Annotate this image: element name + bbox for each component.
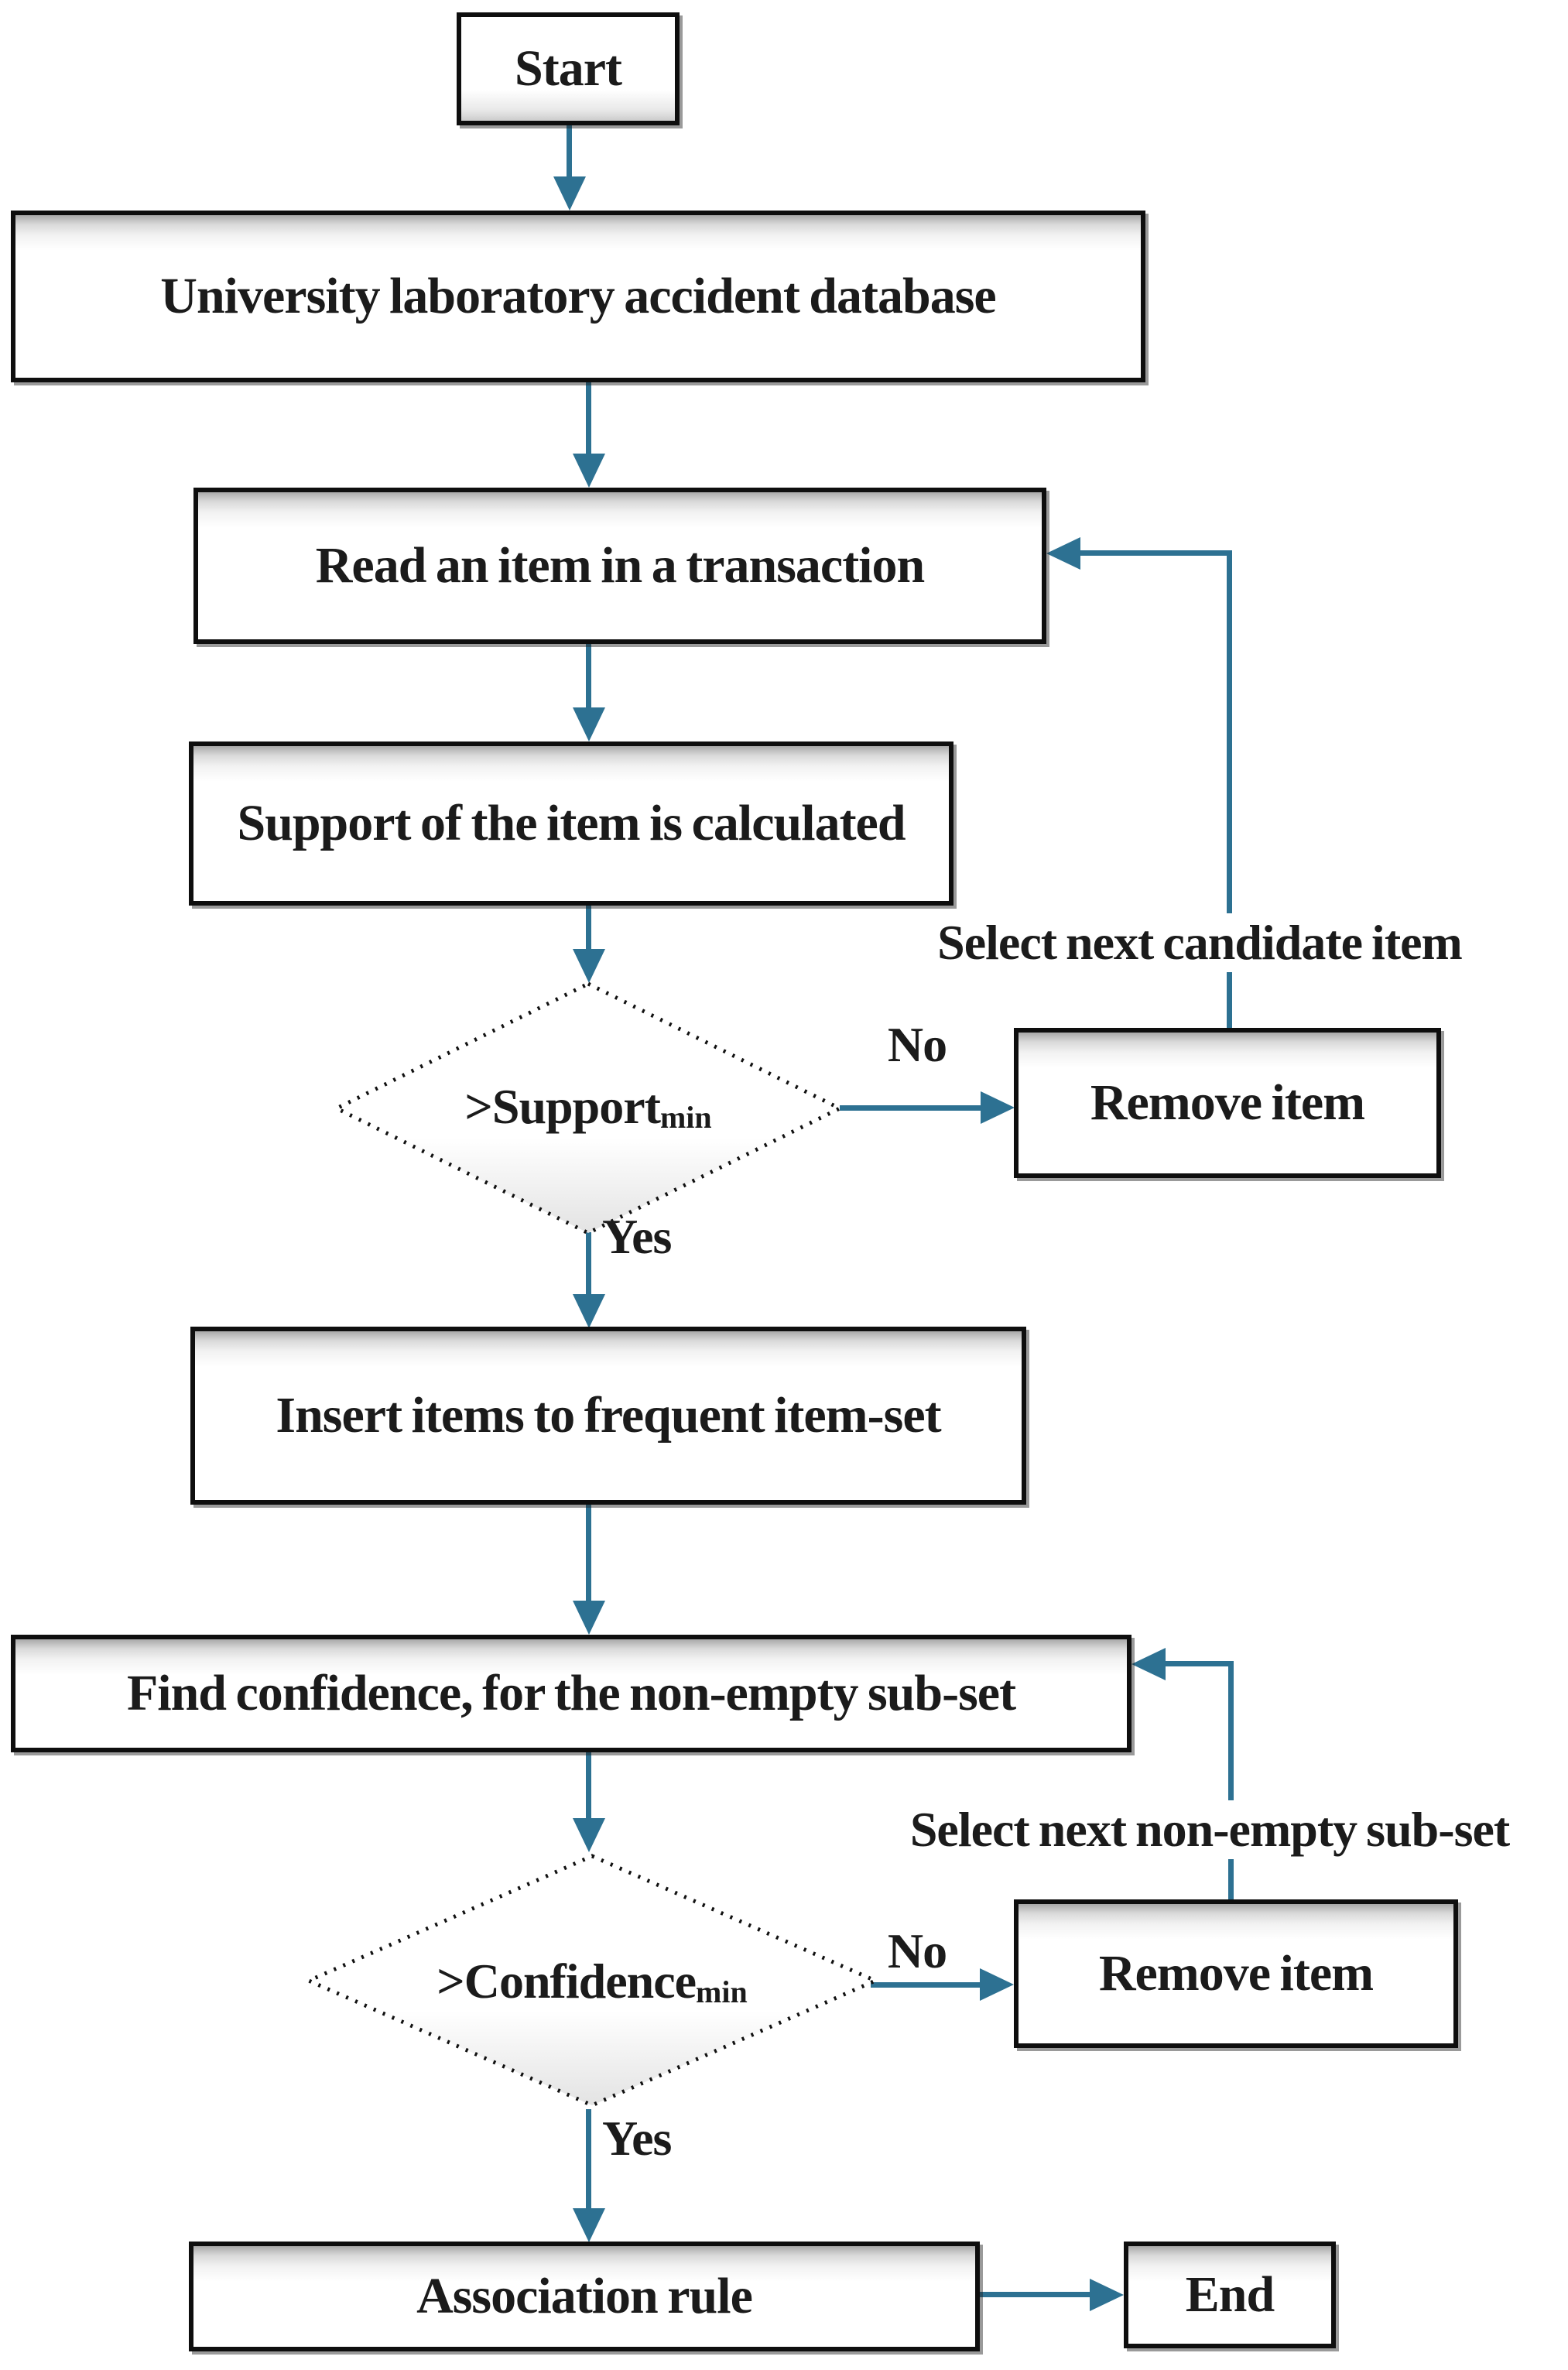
edge-feedback2-vline <box>1228 1661 1234 1902</box>
edge-read-support-line <box>586 641 591 712</box>
edge-feedback2-hline <box>1162 1661 1234 1666</box>
edge-insert-confidence-line <box>586 1503 591 1604</box>
label-no-support: No <box>887 1017 947 1072</box>
node-find-confidence: Find confidence, for the non-empty sub-s… <box>11 1635 1131 1752</box>
edge-start-db-arrowhead <box>553 176 586 211</box>
edge-feedback1-vline <box>1227 550 1232 1030</box>
edge-db-read-arrowhead <box>573 454 605 488</box>
edge-yes-confidence-line <box>586 2109 591 2210</box>
edge-read-support-arrowhead <box>573 707 605 741</box>
node-insert-items: Insert items to frequent item-set <box>190 1327 1026 1505</box>
edge-db-read-line <box>586 379 591 457</box>
edge-no-confidence-arrowhead <box>980 1968 1014 2001</box>
edge-confidence-decision-line <box>586 1751 591 1820</box>
support-decision-text: >Support <box>464 1079 661 1134</box>
node-database: University laboratory accident database <box>11 211 1145 382</box>
node-association-rule: Association rule <box>189 2242 980 2351</box>
confidence-decision-diamond <box>303 1854 881 2108</box>
edge-feedback1-arrowhead <box>1046 537 1080 570</box>
edge-insert-confidence-arrowhead <box>573 1601 605 1635</box>
confidence-decision-text: >Confidence <box>437 1954 697 2009</box>
edge-support-decision-line <box>586 902 591 952</box>
label-yes-support: Yes <box>602 1209 672 1264</box>
edge-yes-support-line <box>586 1232 591 1297</box>
node-support-calculated: Support of the item is calculated <box>189 741 953 906</box>
support-decision-diamond <box>332 981 844 1235</box>
edge-feedback1-hline <box>1077 550 1232 556</box>
node-start: Start <box>457 12 680 125</box>
node-remove-item-2: Remove item <box>1014 1899 1458 2048</box>
edge-confidence-decision-arrowhead <box>573 1818 605 1852</box>
node-read-item: Read an item in a transaction <box>193 488 1046 644</box>
label-no-confidence: No <box>887 1923 947 1978</box>
edge-start-db-line <box>567 122 572 183</box>
edge-yes-support-arrowhead <box>573 1294 605 1328</box>
edge-assoc-end-line <box>977 2292 1093 2297</box>
node-end: End <box>1124 2242 1336 2348</box>
edge-support-decision-arrowhead <box>573 949 605 983</box>
edge-yes-confidence-arrowhead <box>573 2208 605 2242</box>
label-select-next-candidate: Select next candidate item <box>844 913 1556 972</box>
node-remove-item-1: Remove item <box>1014 1028 1441 1178</box>
label-select-next-subset: Select next non-empty sub-set <box>851 1800 1568 1859</box>
edge-no-support-arrowhead <box>981 1091 1015 1124</box>
edge-feedback2-arrowhead <box>1131 1648 1166 1680</box>
edge-assoc-end-arrowhead <box>1090 2279 1124 2311</box>
edge-no-confidence-line <box>871 1982 983 1988</box>
label-yes-confidence: Yes <box>602 2111 672 2166</box>
edge-no-support-line <box>840 1105 983 1111</box>
